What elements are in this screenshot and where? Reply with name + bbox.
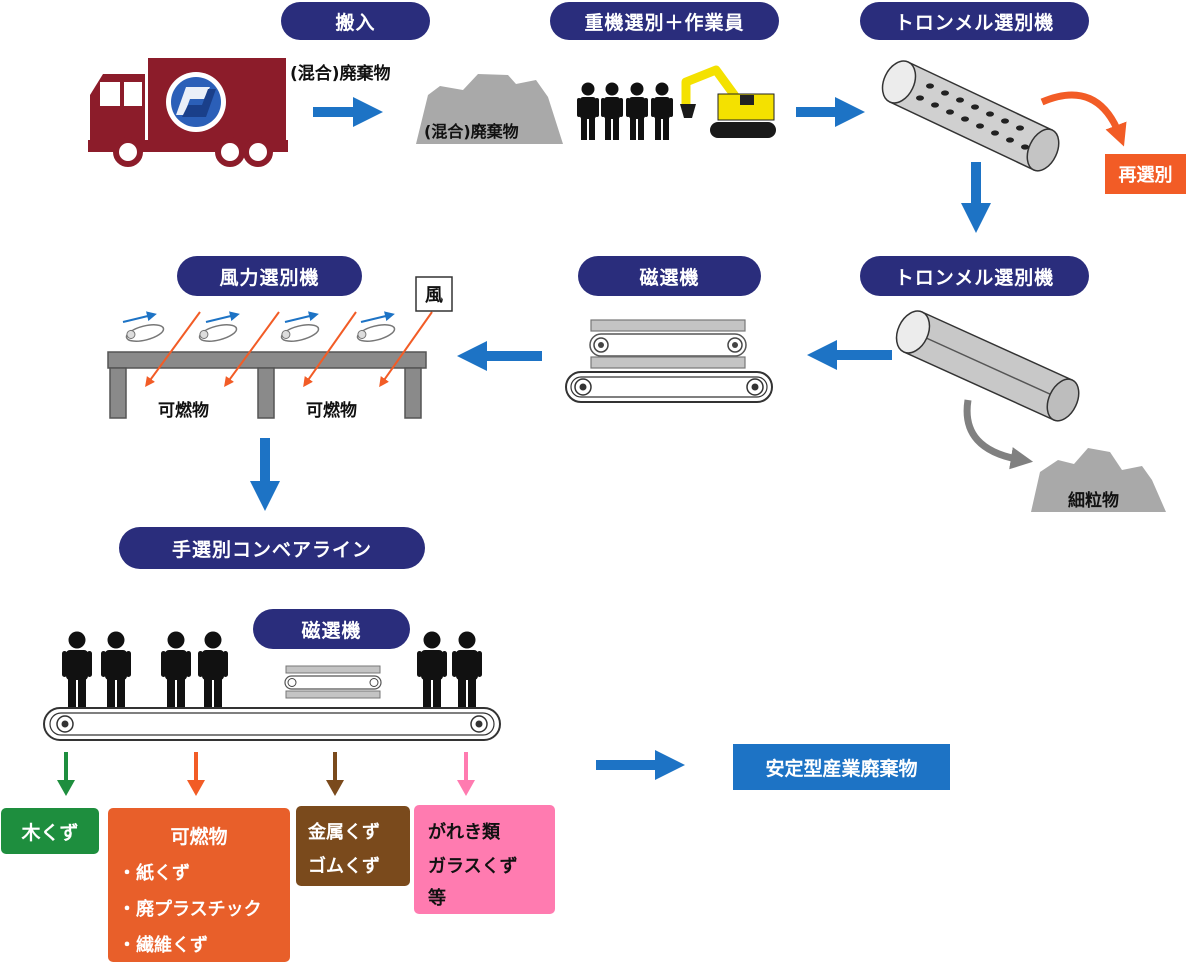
stable-waste-label: 安定型産業廃棄物 <box>733 744 950 790</box>
output-rubble-line: 等 <box>428 888 446 909</box>
wind-sorter-icon <box>107 276 453 419</box>
step-wind-sorter: 風力選別機 <box>177 256 362 296</box>
step-trommel-1: トロンメル選別機 <box>860 2 1089 40</box>
output-wood-title: 木くず <box>21 821 79 844</box>
truck-icon <box>88 58 288 167</box>
waste-pile-icon <box>1031 448 1166 512</box>
step-magnetic-1: 磁選機 <box>578 256 761 296</box>
output-combustibles-item: ・紙くず <box>118 863 190 884</box>
resort-label: 再選別 <box>1105 154 1186 194</box>
combustible-label-1: 可燃物 <box>158 401 209 421</box>
magnetic-separator-icon <box>284 665 382 699</box>
fine-particles-label: 細粒物 <box>1068 491 1119 511</box>
step-magnetic-2: 磁選機 <box>253 609 410 649</box>
worker-icon <box>577 82 673 140</box>
resort-arrow <box>1040 91 1127 147</box>
conveyor-icon <box>565 371 773 403</box>
output-combustibles-item: ・繊維くず <box>118 935 208 956</box>
trommel-icon <box>881 60 1060 172</box>
output-wood: 木くず <box>1 808 99 854</box>
combustible-label-2: 可燃物 <box>306 401 357 421</box>
output-rubble: がれき類 ガラスくず 等 <box>414 805 555 914</box>
step-intake: 搬入 <box>281 2 430 40</box>
output-rubble-line: ガラスくず <box>428 856 518 877</box>
output-arrows <box>57 752 475 796</box>
step-trommel-2: トロンメル選別機 <box>860 256 1089 296</box>
conveyor-icon <box>43 707 501 741</box>
output-combustibles: 可燃物 ・紙くず ・廃プラスチック ・繊維くず <box>108 808 290 962</box>
step-heavy-sort: 重機選別＋作業員 <box>550 2 779 40</box>
output-rubble-line: がれき類 <box>428 822 500 843</box>
trommel-icon <box>895 310 1080 422</box>
output-metal-line: ゴムくず <box>308 856 380 877</box>
output-combustibles-item: ・廃プラスチック <box>118 899 262 920</box>
output-metal: 金属くず ゴムくず <box>296 806 410 886</box>
mixed-waste-pile-label: (混合)廃棄物 <box>424 122 519 141</box>
mixed-waste-label: (混合)廃棄物 <box>290 64 391 84</box>
step-hand-sort-line: 手選別コンベアライン <box>119 527 425 569</box>
output-metal-line: 金属くず <box>308 822 380 843</box>
wind-label: 風 <box>425 285 443 306</box>
magnetic-separator-icon <box>589 319 747 369</box>
waste-pile-icon <box>416 74 563 144</box>
excavator-icon <box>680 65 776 138</box>
output-combustibles-title: 可燃物 <box>170 826 228 848</box>
fine-particles-arrow <box>963 399 1034 470</box>
